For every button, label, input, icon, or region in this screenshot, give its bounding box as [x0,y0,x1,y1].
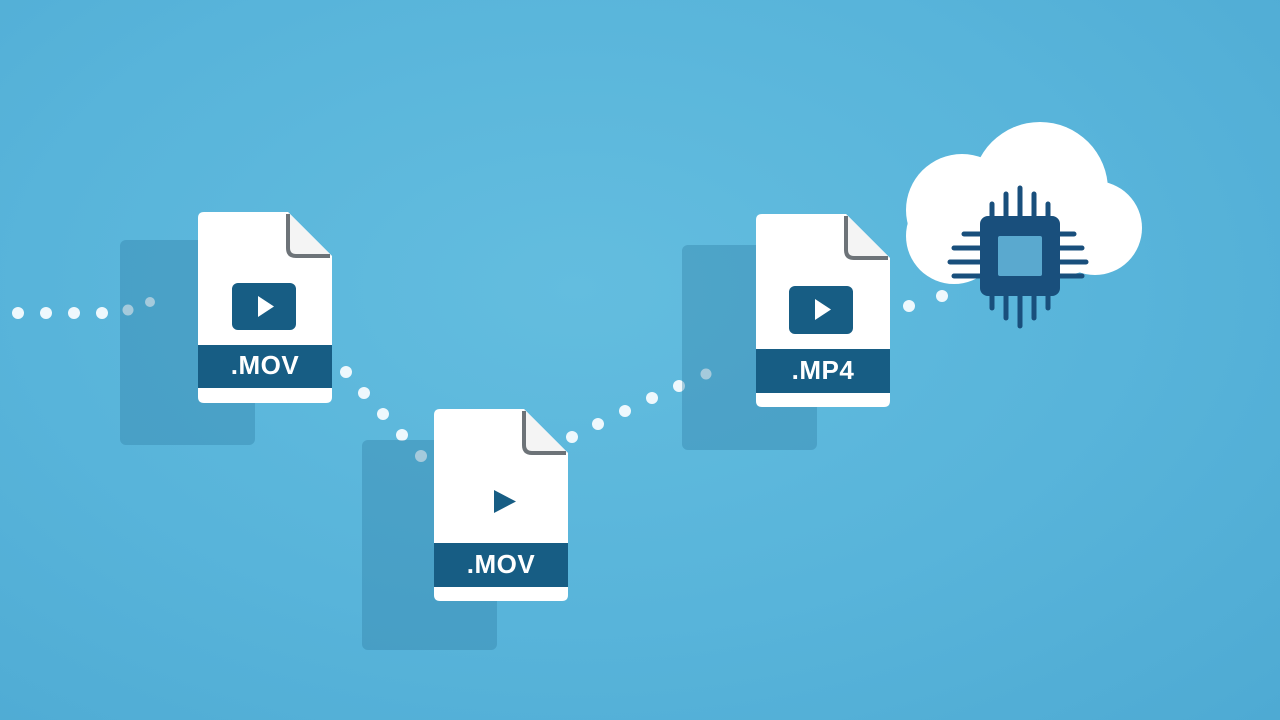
file-card-mp4: .MP4 [682,214,890,450]
file-label: .MOV [231,350,300,380]
file-label: .MOV [467,549,536,579]
file-band [756,349,890,393]
play-icon [494,490,516,513]
chip-icon [947,185,1089,329]
file-band [434,543,568,587]
file-band [198,345,332,388]
file-label: .MP4 [792,355,855,385]
file-card-mov-2: .MOV [362,409,568,650]
dotted-path [12,290,948,462]
cloud-chip-icon [906,122,1142,329]
file-card-mov-1: .MOV [120,212,332,445]
